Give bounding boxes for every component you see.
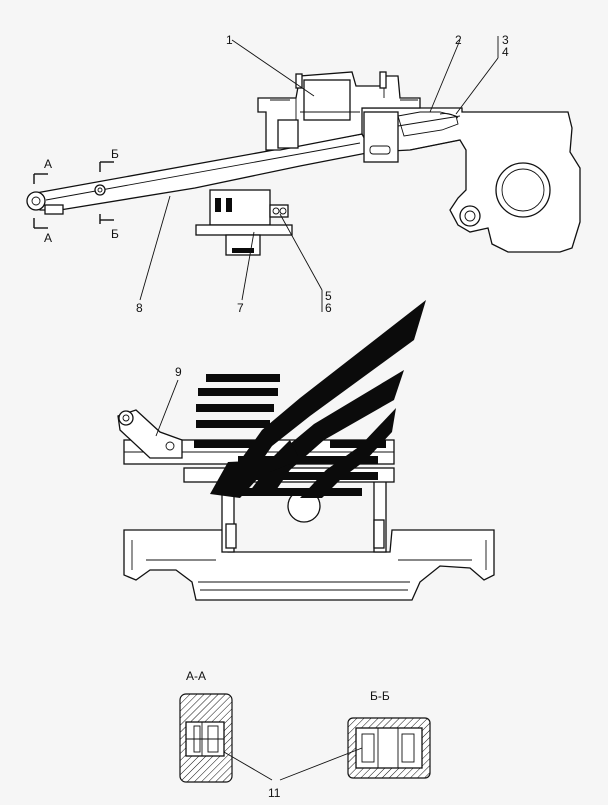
bracket-block — [363, 111, 399, 163]
front-elevation-view — [117, 300, 495, 601]
callout-1: 1 — [226, 33, 233, 47]
callout-3: 3 — [502, 33, 509, 47]
callout-7: 7 — [237, 301, 244, 315]
callout-labels: 1 2 3 4 5 6 7 8 9 11 — [136, 33, 509, 800]
frame-bore — [495, 162, 551, 218]
section-aa-view — [179, 693, 233, 783]
callout-9: 9 — [175, 365, 182, 379]
boom-assembly-view — [26, 71, 581, 256]
boom-end-eye — [26, 191, 46, 211]
boom-arm — [35, 133, 373, 211]
black-strip-graphic — [194, 300, 426, 498]
callout-11: 11 — [268, 786, 281, 800]
section-mark-a-top: А — [44, 157, 52, 171]
callout-6: 6 — [325, 301, 332, 315]
callout-2: 2 — [455, 33, 462, 47]
section-mark-b-bottom: Б — [111, 227, 119, 241]
section-cut-markers: А А Б Б — [33, 147, 119, 245]
section-bb-view — [347, 717, 431, 779]
callout-5: 5 — [325, 289, 332, 303]
section-mark-a-bottom: А — [44, 231, 52, 245]
section-title-bb: Б-Б — [370, 689, 390, 703]
leader-lines — [139, 36, 499, 781]
section-mark-b-top: Б — [111, 147, 119, 161]
base-frame — [123, 529, 495, 601]
callout-4: 4 — [502, 45, 509, 59]
section-title-aa: А-А — [186, 669, 206, 683]
callout-8: 8 — [136, 301, 143, 315]
